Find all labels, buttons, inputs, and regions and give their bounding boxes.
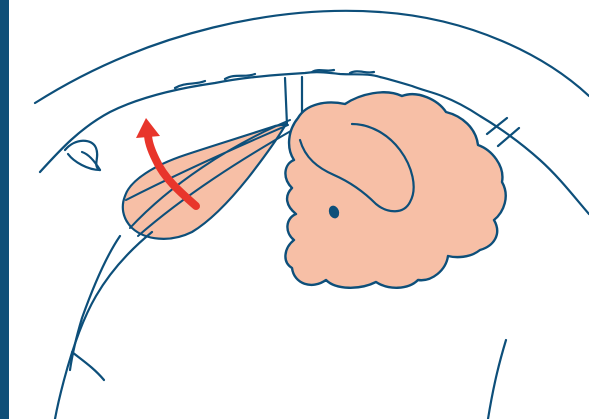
lower-left-small-curve [72, 352, 104, 380]
lower-left-contour [55, 232, 152, 419]
left-sidebar-bar [0, 0, 9, 419]
outer-arc [35, 11, 589, 103]
large-tissue-mass [285, 92, 505, 287]
lower-left-inner-contour [70, 236, 120, 370]
lower-right-contour [488, 340, 506, 419]
left-curl [65, 141, 100, 170]
